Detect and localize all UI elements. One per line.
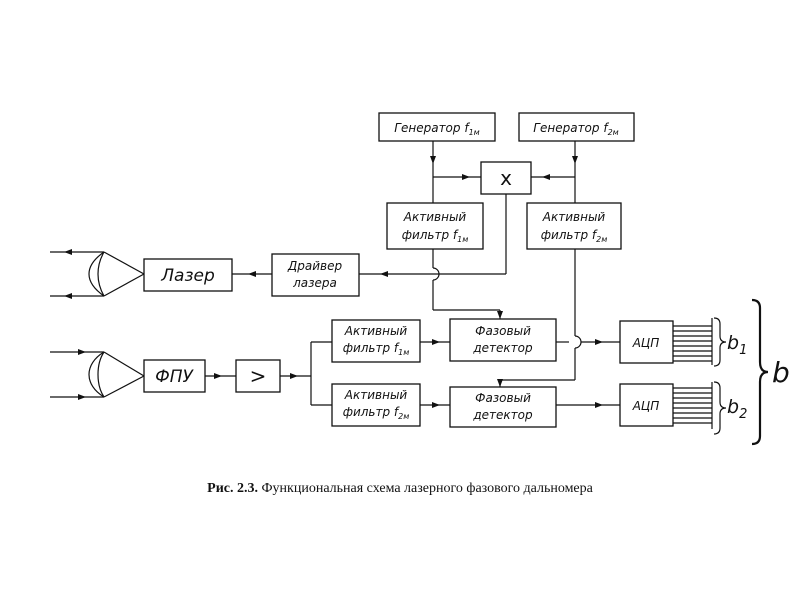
svg-text:Генератор f2м: Генератор f2м [533, 121, 618, 137]
pd1-line1: Фазовый [475, 324, 531, 338]
af2-top-subscript: 2м [596, 235, 607, 244]
pd2-line1: Фазовый [475, 391, 531, 405]
mixer-block: x [480, 161, 532, 195]
af1-bot-line1: Активный [344, 324, 408, 338]
af2-top-line2: фильтр f [541, 228, 598, 242]
amplifier-symbol: > [250, 364, 267, 388]
adc1-label: АЦП [632, 336, 660, 350]
fpu-label: ФПУ [155, 367, 194, 387]
arrowheads [64, 156, 603, 408]
laser-driver-block: Драйвер лазера [271, 253, 360, 297]
svg-text:фильтр f2м: фильтр f2м [343, 405, 410, 421]
phase-detector-1-block: Фазовый детектор [449, 318, 557, 362]
driver-line1: Драйвер [287, 259, 343, 273]
figure-caption-label: Рис. 2.3. [207, 481, 258, 496]
generator-f2-block: Генератор f2м [518, 112, 635, 142]
figure-caption-text: Функциональная схема лазерного фазового … [261, 481, 593, 496]
af2-bot-line1: Активный [344, 388, 408, 402]
af2-bot-subscript: 2м [398, 412, 409, 421]
af1-bot-subscript: 1м [398, 348, 409, 357]
mixer-symbol: x [500, 166, 512, 190]
receive-lens [88, 351, 105, 398]
b2-output-label: b2 [727, 396, 747, 422]
af1-top-line1: Активный [403, 210, 467, 224]
b1-brace [713, 317, 727, 367]
driver-line2: лазера [292, 276, 337, 290]
generator-f1-block: Генератор f1м [378, 112, 496, 142]
generator-f2-label: Генератор f [533, 121, 609, 135]
b-brace [751, 298, 769, 446]
af2-top-line1: Активный [542, 210, 606, 224]
transmit-lens [88, 251, 105, 297]
adc2-output-bus [673, 382, 713, 429]
adc1-output-bus [673, 318, 713, 365]
generator-f2-subscript: 2м [608, 128, 619, 137]
b2-brace [713, 381, 727, 435]
af1-top-subscript: 1м [457, 235, 468, 244]
active-filter-f1-bottom: Активный фильтр f1м [331, 319, 421, 363]
connections [50, 141, 713, 429]
active-filter-f2-top: Активный фильтр f2м [526, 202, 622, 250]
figure-caption: Рис. 2.3. Функциональная схема лазерного… [0, 481, 800, 497]
generator-f1-subscript: 1м [469, 128, 480, 137]
pd2-line2: детектор [472, 408, 533, 422]
svg-text:фильтр f2м: фильтр f2м [541, 228, 608, 244]
svg-text:фильтр f1м: фильтр f1м [343, 341, 410, 357]
af2-bot-line2: фильтр f [343, 405, 400, 419]
active-filter-f1-top: Активный фильтр f1м [386, 202, 484, 250]
b1-output-label: b1 [727, 332, 747, 358]
adc-2-block: АЦП [619, 383, 674, 427]
active-filter-f2-bottom: Активный фильтр f2м [331, 383, 421, 427]
af1-top-line2: фильтр f [402, 228, 459, 242]
phase-detector-2-block: Фазовый детектор [449, 386, 557, 428]
svg-text:фильтр f1м: фильтр f1м [402, 228, 469, 244]
generator-f1-label: Генератор f [394, 121, 470, 135]
photodetector-block: ФПУ [143, 359, 206, 393]
laser-block: Лазер [143, 258, 233, 292]
b-output-label: b [772, 356, 790, 389]
svg-text:Генератор f1м: Генератор f1м [394, 121, 479, 137]
amplifier-block: > [235, 359, 281, 393]
laser-label: Лазер [160, 266, 215, 286]
adc-1-block: АЦП [619, 320, 674, 364]
af1-bot-line2: фильтр f [343, 341, 400, 355]
pd1-line2: детектор [472, 341, 533, 355]
adc2-label: АЦП [632, 399, 660, 413]
